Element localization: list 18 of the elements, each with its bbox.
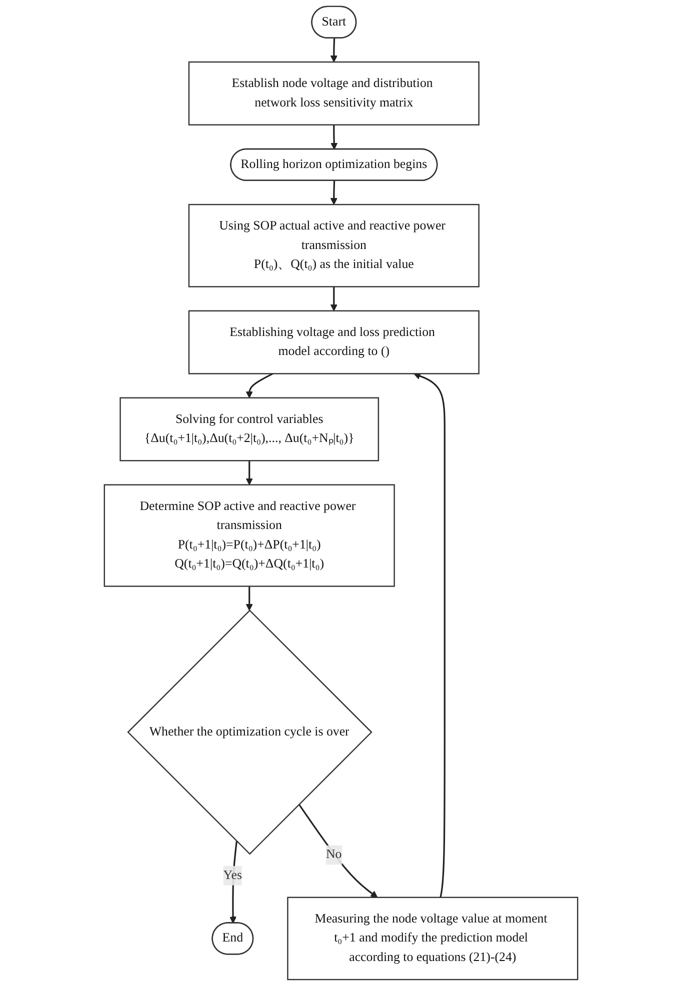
- node-box: Determine SOP active and reactive power transmission P(t₀+1|t₀)=P(t₀)+ΔP(t₀+1|t₀) Q(t₀+1|t₀)=Q(t₀)+ΔQ(t₀+1|t₀): [104, 484, 395, 587]
- arrow: [246, 372, 274, 398]
- node-box: Establishing voltage and loss prediction model according to (): [188, 310, 480, 374]
- arrow: [330, 180, 338, 205]
- arrow: [330, 124, 338, 150]
- arrow: [246, 460, 253, 486]
- node-box: Solving for control variables {Δu(t₀+1|t₀),Δu(t₀+2|t₀),..., Δu(t₀+Nₚ|t₀)}: [120, 397, 380, 462]
- arrow: [246, 586, 253, 611]
- node-box: Measuring the node voltage value at moment t₀+1 and modify the prediction model according to equations (21)-(24): [287, 896, 578, 980]
- arrow: [330, 286, 338, 312]
- edge-label: Yes: [223, 868, 242, 882]
- arrow: [330, 38, 338, 62]
- node-box: Establish node voltage and distribution network loss sensitivity matrix: [188, 61, 480, 126]
- edge-label: No: [326, 848, 342, 862]
- arrow: [229, 841, 238, 924]
- arrow: [298, 804, 378, 898]
- node-box: Using SOP actual active and reactive power transmission P(t₀)、Q(t₀) as the initial value: [188, 204, 480, 288]
- arrow: [414, 372, 446, 898]
